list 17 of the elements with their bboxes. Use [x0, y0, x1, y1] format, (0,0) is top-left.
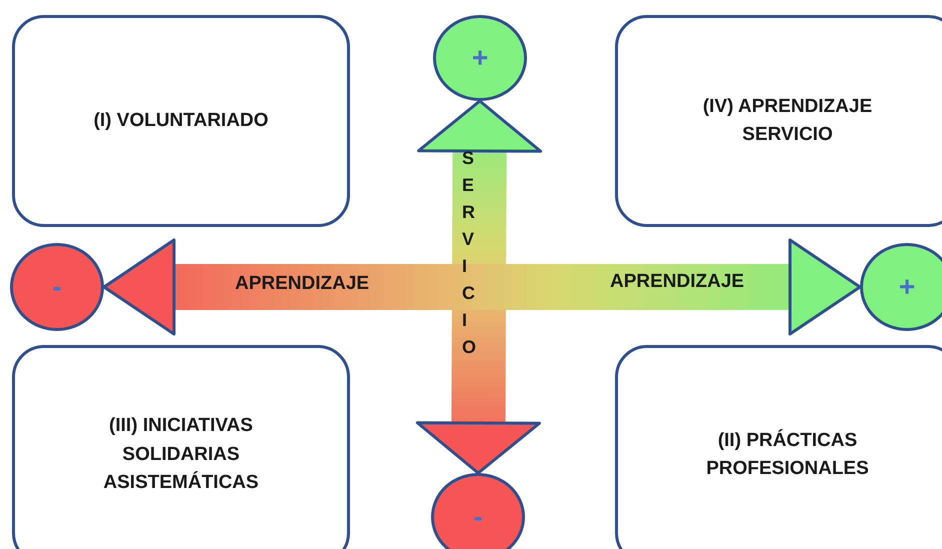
sign-symbol: -: [473, 501, 483, 533]
double-arrow: [416, 100, 542, 474]
quadrant-title: (II) PRÁCTICAS PROFESIONALES: [705, 428, 870, 481]
quadrant-box: [12, 15, 350, 227]
quadrant-box: [615, 345, 942, 549]
sign-symbol: -: [52, 271, 62, 303]
quadrant-title: (I) VOLUNTARIADO: [92, 108, 270, 133]
quadrant-box: [615, 15, 942, 227]
quadrant-box: [12, 345, 350, 549]
quadrant-title: (III) INICIATIVAS SOLIDARIAS ASISTEMÁTICAS: [102, 414, 260, 496]
sign-symbol: +: [472, 42, 488, 74]
quadrant-title: (IV) APRENDIZAJE SERVICIO: [702, 94, 874, 147]
double-arrow: [102, 238, 862, 336]
arrow-label: SERVICIO: [462, 147, 478, 359]
arrow-label: APRENDIZAJE: [235, 273, 370, 295]
sign-symbol: +: [898, 271, 916, 303]
arrow-label: APRENDIZAJE: [610, 271, 744, 293]
